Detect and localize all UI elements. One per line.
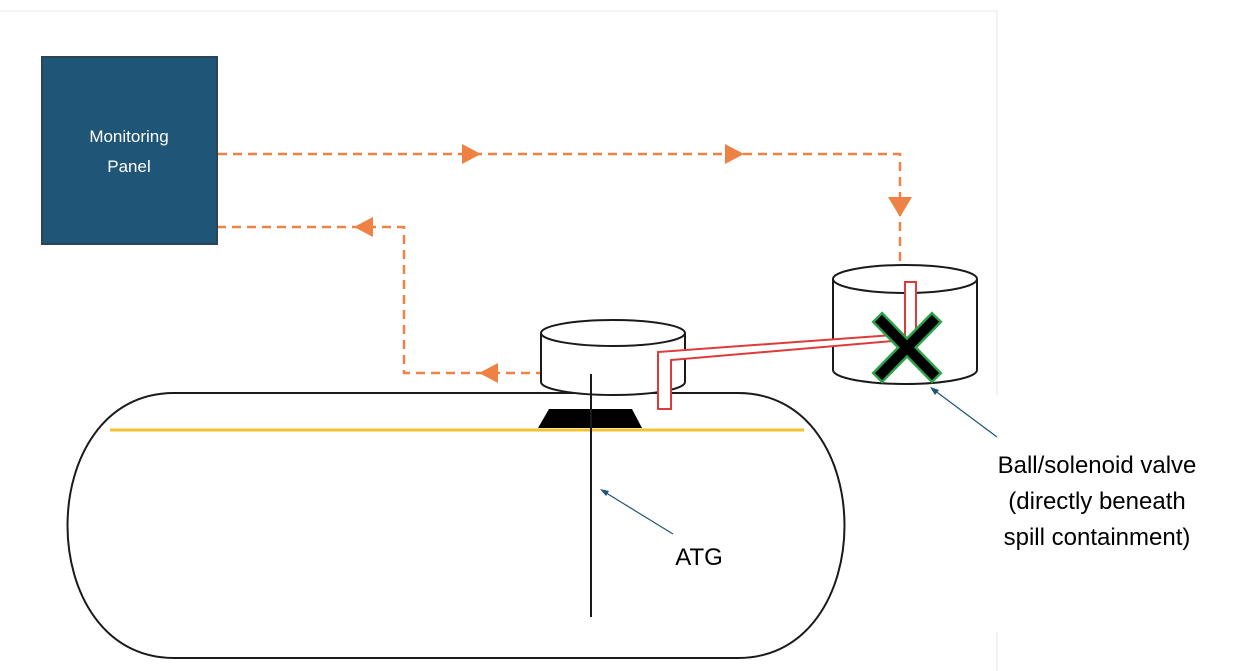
monitoring-panel-box: [41, 56, 218, 245]
atg-sump: [540, 319, 686, 396]
arrow-right-icon: [725, 144, 744, 164]
valve-label-line3: spill containment): [1004, 524, 1191, 551]
monitoring-panel-label-line2: Panel: [107, 157, 150, 176]
atg-label: ATG: [675, 544, 723, 571]
signal-line-to-valve: [218, 152, 902, 290]
atg-leader-line: [602, 490, 674, 535]
atg-leader-arrowhead: [600, 489, 609, 496]
atg-sump-top: [540, 319, 686, 347]
arrow-right-icon: [462, 144, 481, 164]
arrow-left-icon: [479, 363, 498, 383]
monitoring-panel: Monitoring Panel: [41, 56, 218, 245]
valve-leader-arrowhead: [930, 387, 939, 395]
underground-tank: [66, 392, 846, 659]
signal-line-from-atg: [218, 225, 590, 375]
x-mark-icon: [871, 311, 943, 384]
tank-outline: [66, 392, 846, 659]
arrow-down-icon: [888, 197, 912, 217]
atg-sump-body: [540, 333, 686, 396]
valve-label-line2: (directly beneath: [1008, 488, 1185, 515]
valve-label-line1: Ball/solenoid valve: [998, 452, 1197, 479]
valve-leader-line: [933, 389, 998, 438]
monitoring-panel-label-line1: Monitoring: [89, 127, 168, 146]
arrow-left-icon: [354, 217, 373, 237]
